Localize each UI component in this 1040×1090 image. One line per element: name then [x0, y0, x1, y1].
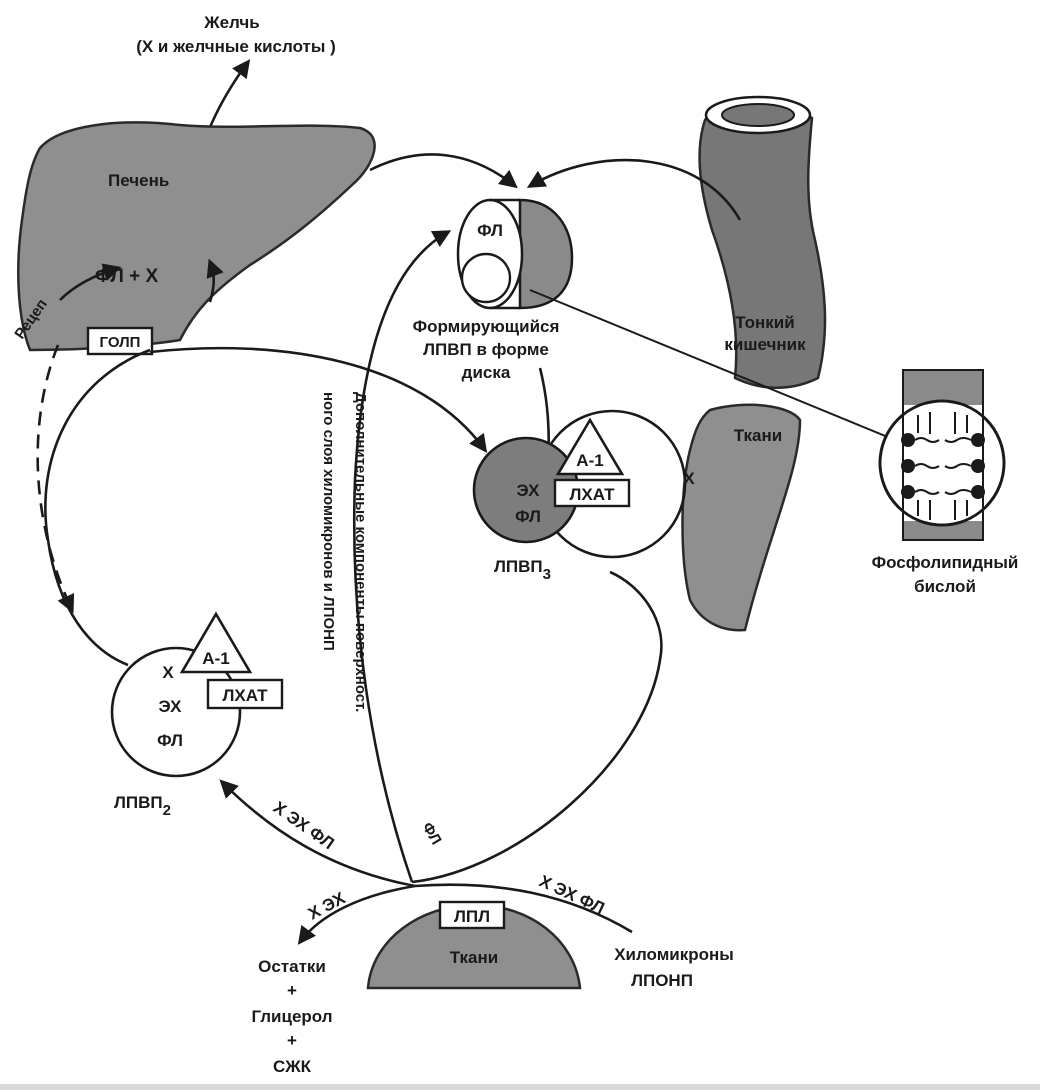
intestine-lumen-inner: [721, 103, 795, 127]
hdl2-fl-label: ФЛ: [157, 731, 183, 750]
lipid-head: [901, 433, 915, 447]
hdl3-fl-label: ФЛ: [515, 507, 541, 526]
chylomicrons-label: Хиломикроны: [614, 945, 734, 964]
lipid-tail: [944, 489, 972, 495]
hdl2-lcat-label: ЛХАТ: [222, 686, 268, 705]
hdl2-name-sub: 2: [163, 802, 171, 819]
hdl3-lcat-label: ЛХАТ: [569, 485, 615, 504]
right-tissue-shape: [681, 403, 802, 632]
intestine-label-1: Тонкий: [735, 313, 794, 332]
receptor-dashed-path: [36, 344, 75, 614]
vertical-text-chylomicrons: ного слоя хиломикронов и ЛПОНП: [320, 392, 337, 651]
lipid-tail: [914, 463, 940, 469]
disc-dark-side: [518, 198, 574, 310]
intestine-to-disc-arrow: [526, 158, 742, 221]
disc-caption-3: диска: [462, 363, 511, 382]
ffa-label: СЖК: [273, 1057, 312, 1076]
lipid-tail: [914, 489, 940, 495]
hdl2-lcat-box: [206, 678, 284, 710]
lpl-box: [438, 900, 506, 930]
hdl3-ex-label: ЭХ: [516, 481, 540, 500]
hdl3-name-text: ЛПВП: [494, 557, 543, 576]
vertical-text-surface-components: Дополнительные компоненты поверхност.: [352, 392, 369, 712]
lpl-label: ЛПЛ: [454, 907, 490, 926]
lipid-head: [971, 485, 985, 499]
lipid-tail: [917, 412, 968, 434]
intestine-shape: [698, 99, 827, 389]
bilayer-group: [878, 369, 1006, 541]
bilayer-label-1: Фосфолипидный: [872, 553, 1019, 572]
disc-to-bilayer-line: [529, 289, 896, 441]
hdl2-loop-curve: [44, 348, 151, 667]
surface-components-arrow: [352, 230, 452, 883]
hdl3-name: ЛПВП3: [494, 557, 551, 583]
hdl2-a1-triangle: [179, 611, 253, 674]
lipid-tail: [917, 500, 968, 520]
hdl2-x-label: Х: [162, 663, 174, 682]
receptor-arrow: [59, 263, 122, 301]
remnants-label: Остатки: [258, 957, 326, 976]
bile-label: Желчь: [203, 13, 260, 32]
remnants-plus-2: +: [287, 1031, 297, 1050]
remnants-plus-1: +: [287, 981, 297, 1000]
disc-caption-1: Формирующийся: [413, 317, 560, 336]
bottom-rule: [0, 1084, 1040, 1090]
bilayer-label-2: бислой: [914, 577, 976, 596]
lipid-tail: [914, 437, 940, 443]
liver-shape: [17, 121, 376, 352]
holp-label: ГОЛП: [100, 334, 141, 351]
hdl3-lcat-box: [553, 478, 631, 508]
lipid-head: [971, 433, 985, 447]
lipid-tail: [944, 437, 972, 443]
liver-label: Печень: [108, 171, 169, 190]
holp-to-hdl3-arrow: [149, 346, 488, 453]
to-hdl2-arrow: [219, 779, 416, 888]
liver-to-disc-arrow: [369, 153, 518, 189]
hdl2-ex-label: ЭХ: [158, 697, 182, 716]
liver-inner-components: ФЛ + Х: [95, 266, 158, 287]
disc-inner-circle: [460, 252, 512, 304]
bilayer-magnifier-ring: [878, 399, 1006, 527]
disc-caption-2: ЛПВП в форме: [423, 340, 549, 359]
hdl2-name: ЛПВП2: [114, 793, 171, 819]
flow-label-fl: ФЛ: [419, 820, 445, 848]
flow-label-from-chylomicrons: Х ЭХ ФЛ: [536, 871, 607, 918]
lipid-head: [901, 485, 915, 499]
from-chylomicrons-curve: [414, 883, 633, 934]
lipid-head: [901, 459, 915, 473]
bottom-tissue-label: Ткани: [450, 948, 498, 967]
disc-fl-label: ФЛ: [477, 221, 503, 240]
hdl3-a1-label: А-1: [576, 451, 603, 470]
intestine-label-2: кишечник: [724, 335, 806, 354]
liver-inner-arrow: [206, 258, 224, 303]
hdl3-a1-triangle: [555, 417, 625, 476]
hdl2-a1-label: А-1: [202, 649, 229, 668]
right-tissue-label: Ткани: [734, 426, 782, 445]
holp-box: [86, 326, 154, 356]
vldl-label: ЛПОНП: [631, 971, 693, 990]
hdl3-name-sub: 3: [543, 566, 551, 583]
glycerol-label: Глицерол: [251, 1007, 332, 1026]
hdl2-name-text: ЛПВП: [114, 793, 163, 812]
to-remnants-arrow: [297, 884, 416, 945]
bile-composition: (Х и желчные кислоты ): [136, 37, 336, 56]
hdl3-x-label: Х: [683, 469, 695, 488]
bilayer-background: [903, 405, 983, 521]
lipid-tail: [944, 463, 972, 469]
hdl3-return-curve: [411, 570, 663, 884]
lipid-head: [971, 459, 985, 473]
